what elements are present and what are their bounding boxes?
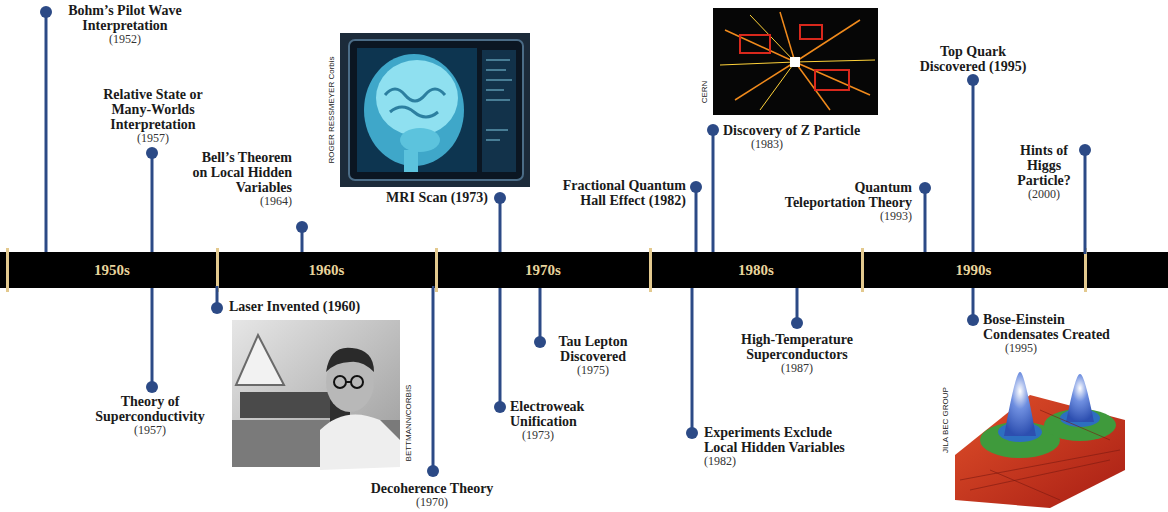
event-entry: Theory of Superconductivity(1957) <box>80 394 220 437</box>
decade-band: 1980s <box>654 252 858 288</box>
event-year: (1993) <box>777 210 912 223</box>
bec-plot <box>955 372 1125 508</box>
event-label: Hints of Higgs Particle? <box>1012 143 1076 188</box>
decade-label: 1960s <box>309 262 345 279</box>
cern-event-display <box>713 8 878 115</box>
decade-label: 1990s <box>956 262 992 279</box>
event-label: Decoherence Theory <box>352 481 512 496</box>
event-entry: Fractional Quantum Hall Effect (1982) <box>546 178 686 208</box>
event-label: High-Temperature Superconductors <box>727 332 867 362</box>
photo-credit: JILA BEC GROUP <box>941 380 951 460</box>
decade-band: 1970s <box>440 252 646 288</box>
event-entry: Bose-Einstein Condensates Created(1995) <box>983 312 1123 355</box>
event-label: Tau Lepton Discovered <box>548 334 638 364</box>
event-entry: Bell’s Theorem on Local Hidden Variables… <box>184 150 292 208</box>
event-dots <box>40 6 1091 477</box>
event-stems <box>46 12 1085 471</box>
event-year: (1964) <box>184 195 292 208</box>
event-label: Fractional Quantum Hall Effect (1982) <box>546 178 686 208</box>
event-label: Electroweak Unification <box>510 399 610 429</box>
decade-label: 1970s <box>525 262 561 279</box>
event-label: Quantum Teleportation Theory <box>777 180 912 210</box>
event-entry: High-Temperature Superconductors(1987) <box>727 332 867 375</box>
event-entry: Top Quark Discovered (1995) <box>914 44 1032 74</box>
event-entry: Electroweak Unification(1973) <box>510 399 610 442</box>
mri-photo <box>340 33 530 187</box>
decade-band: 1950s <box>11 252 213 288</box>
photo-credit: CERN <box>700 67 710 117</box>
event-entry: Experiments Exclude Local Hidden Variabl… <box>704 425 854 468</box>
event-entry: Relative State or Many-Worlds Interpreta… <box>88 87 218 145</box>
event-label: Laser Invented (1960) <box>229 299 399 314</box>
photo-credit: ROGER RESSMEYER Corbis <box>327 35 337 185</box>
event-year: (1952) <box>55 33 195 46</box>
event-entry: Tau Lepton Discovered(1975) <box>548 334 638 377</box>
event-label: Bell’s Theorem on Local Hidden Variables <box>184 150 292 195</box>
photo-credit: BETTMANN/CORBIS <box>404 378 414 468</box>
event-entry: Hints of Higgs Particle?(2000) <box>1012 143 1076 201</box>
event-year: (1957) <box>88 132 218 145</box>
event-entry: Bohm’s Pilot Wave Interpretation(1952) <box>55 3 195 46</box>
timeline-bar <box>0 252 1168 288</box>
event-entry: Decoherence Theory(1970) <box>352 481 512 509</box>
event-label: Experiments Exclude Local Hidden Variabl… <box>704 425 854 455</box>
event-year: (1987) <box>727 362 867 375</box>
laser-photo <box>232 320 400 470</box>
event-label: Theory of Superconductivity <box>80 394 220 424</box>
event-label: Discovery of Z Particle <box>723 123 893 138</box>
decade-band: 1960s <box>221 252 432 288</box>
event-year: (1983) <box>723 138 893 151</box>
event-year: (1982) <box>704 455 854 468</box>
event-entry: MRI Scan (1973) <box>330 190 488 205</box>
event-entry: Laser Invented (1960) <box>229 299 399 314</box>
event-entry: Discovery of Z Particle(1983) <box>723 123 893 151</box>
decade-label: 1950s <box>94 262 130 279</box>
decade-ticks <box>6 248 1087 292</box>
event-year: (1975) <box>548 364 638 377</box>
decade-band: 1990s <box>866 252 1081 288</box>
decade-label: 1980s <box>738 262 774 279</box>
event-year: (2000) <box>1012 188 1076 201</box>
event-label: MRI Scan (1973) <box>330 190 488 205</box>
event-year: (1970) <box>352 496 512 509</box>
event-year: (1973) <box>510 429 610 442</box>
event-label: Bose-Einstein Condensates Created <box>983 312 1123 342</box>
event-label: Relative State or Many-Worlds Interpreta… <box>88 87 218 132</box>
event-label: Top Quark Discovered (1995) <box>914 44 1032 74</box>
event-label: Bohm’s Pilot Wave Interpretation <box>55 3 195 33</box>
event-entry: Quantum Teleportation Theory(1993) <box>777 180 912 223</box>
event-year: (1995) <box>983 342 1123 355</box>
event-year: (1957) <box>80 424 220 437</box>
